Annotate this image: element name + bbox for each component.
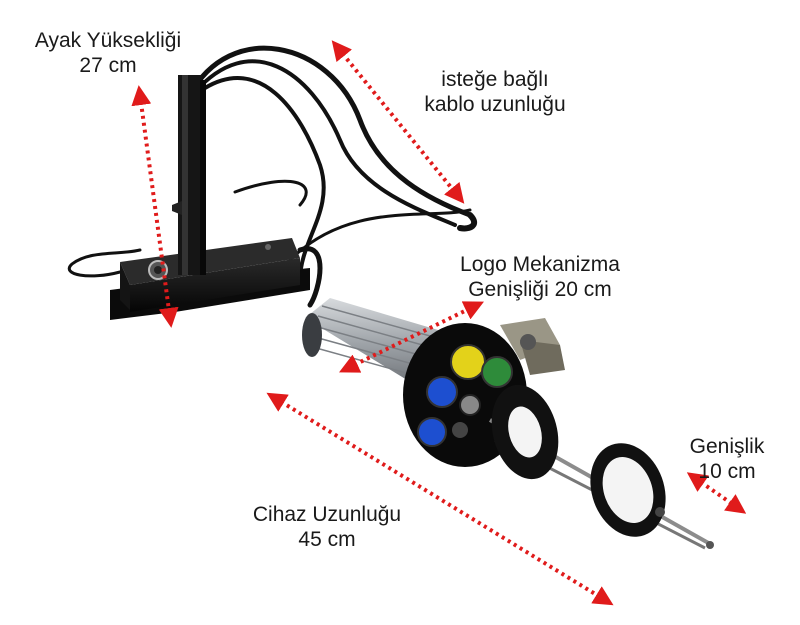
width-arrow [686, 472, 747, 514]
width-label: Genişlik 10 cm [672, 434, 782, 484]
logo-width-arrow [339, 301, 484, 373]
cable-length-label: isteğe bağlı kablo uzunluğu [400, 67, 590, 117]
foot-height-arrow [131, 85, 179, 328]
foot-height-value: 27 cm [79, 54, 137, 77]
device-length-arrow [266, 392, 614, 606]
gobo-blue-top [426, 376, 458, 408]
device-length-value: 45 cm [298, 528, 356, 551]
gobo-green [481, 356, 513, 388]
stand-foot [172, 75, 206, 275]
cable-length-title: isteğe bağlı [441, 68, 549, 91]
dimension-arrows [131, 40, 747, 606]
device-length-title: Cihaz Uzunluğu [252, 503, 402, 526]
gobo-yellow [450, 344, 486, 380]
width-value: 10 cm [698, 460, 756, 483]
motor-assembly [500, 318, 565, 375]
logo-width-label: Logo Mekanizma Genişliği 20 cm [425, 252, 655, 302]
foot-height-title: Ayak Yüksekliği [34, 29, 182, 52]
cable-length-value: kablo uzunluğu [424, 93, 566, 116]
device-length-label: Cihaz Uzunluğu 45 cm [222, 502, 432, 552]
logo-width-title: Logo Mekanizma [460, 253, 620, 276]
gobo-blue-bottom [417, 417, 447, 447]
foot-height-label: Ayak Yüksekliği 27 cm [8, 28, 208, 78]
width-title: Genişlik [689, 435, 765, 458]
logo-width-value: Genişliği 20 cm [468, 278, 612, 301]
